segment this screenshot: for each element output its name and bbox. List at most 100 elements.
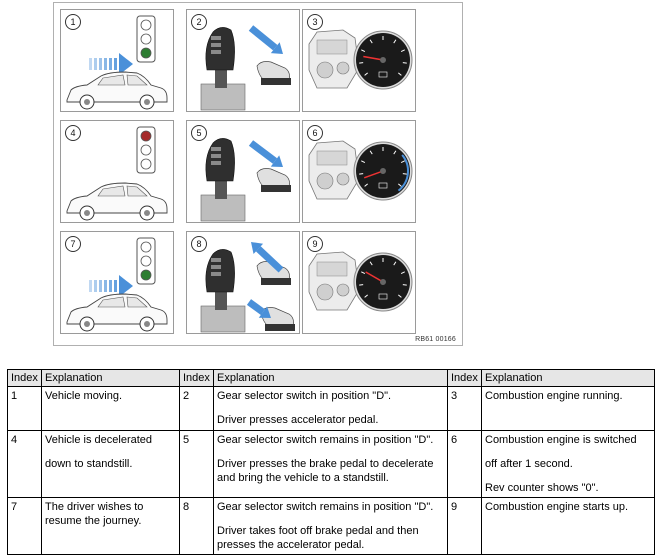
explanation-line: off after 1 second. xyxy=(485,458,573,470)
panel-illustration xyxy=(200,242,295,333)
panel-illustration xyxy=(200,138,291,222)
panel-7: 7 xyxy=(60,231,174,334)
rev-counter-icon xyxy=(353,141,413,201)
explanation-line: Driver takes foot off brake pedal and th… xyxy=(217,525,419,551)
index-cell: 8 xyxy=(179,497,214,555)
direction-arrow-icon xyxy=(248,140,283,167)
panel-number-badge: 2 xyxy=(191,14,207,30)
panel-illustration xyxy=(66,15,168,110)
panel-number-badge: 3 xyxy=(307,14,323,30)
explanation-line: Vehicle moving. xyxy=(45,390,123,402)
figure-reference: RB61 00166 xyxy=(415,336,456,343)
explanation-line: Gear selector switch in position "D". xyxy=(217,390,392,402)
panel-illustration xyxy=(308,29,413,90)
rev-counter-icon xyxy=(353,30,413,90)
explanation-line: Rev counter shows "0". xyxy=(485,482,599,494)
panel-number-badge: 8 xyxy=(191,236,207,252)
index-cell: 5 xyxy=(179,430,214,498)
traffic-light-icon xyxy=(136,15,156,63)
panel-2: 2 xyxy=(186,9,300,112)
index-cell: 1 xyxy=(7,386,42,431)
panel-illustration xyxy=(200,25,291,111)
panel-number-badge: 1 xyxy=(65,14,81,30)
foot-icon xyxy=(256,168,291,192)
illustration-figure: 1 2 3 4 xyxy=(53,2,463,346)
explanation-cell: Gear selector switch remains in position… xyxy=(213,430,448,498)
line-gap xyxy=(217,447,444,457)
explanation-line: Gear selector switch remains in position… xyxy=(217,434,434,446)
table-header-row: Index Explanation Index Explanation Inde… xyxy=(7,369,655,387)
explanation-cell: Combustion engine is switched off after 1… xyxy=(481,430,655,498)
explanation-line: Combustion engine is switched xyxy=(485,434,637,446)
index-cell: 9 xyxy=(447,497,482,555)
line-gap xyxy=(45,447,176,457)
index-cell: 2 xyxy=(179,386,214,431)
panel-4: 4 xyxy=(60,120,174,223)
line-gap xyxy=(217,514,444,524)
header-index-1: Index xyxy=(7,369,42,387)
panel-number-badge: 7 xyxy=(65,236,81,252)
explanation-line: Vehicle is decelerated xyxy=(45,434,153,446)
rev-counter-icon xyxy=(353,252,413,312)
index-cell: 7 xyxy=(7,497,42,555)
panel-number-badge: 4 xyxy=(65,125,81,141)
panel-number-badge: 6 xyxy=(307,125,323,141)
index-cell: 6 xyxy=(447,430,482,498)
engine-icon xyxy=(308,29,360,89)
gear-selector-icon xyxy=(200,138,246,222)
explanation-cell: Combustion engine starts up. xyxy=(481,497,655,555)
direction-arrow-icon xyxy=(248,25,283,54)
index-cell: 4 xyxy=(7,430,42,498)
foot-icon xyxy=(256,61,291,85)
motion-arrow-icon xyxy=(89,53,133,75)
gear-selector-icon xyxy=(200,27,246,111)
panel-illustration xyxy=(66,237,168,332)
line-gap xyxy=(485,471,651,481)
direction-arrow-icon xyxy=(251,242,284,273)
explanation-line: Combustion engine running. xyxy=(485,390,623,402)
direction-arrow-icon xyxy=(246,299,271,318)
explanation-line: Combustion engine starts up. xyxy=(485,501,629,513)
panel-5: 5 xyxy=(186,120,300,223)
engine-icon xyxy=(308,140,360,200)
explanation-cell: Gear selector switch in position "D". Dri… xyxy=(213,386,448,431)
car-illustration xyxy=(66,71,168,110)
header-index-3: Index xyxy=(447,369,482,387)
explanation-cell: Combustion engine running. xyxy=(481,386,655,431)
line-gap xyxy=(485,447,651,457)
panel-6: 6 xyxy=(302,120,416,223)
explanation-line: down to standstill. xyxy=(45,458,133,470)
panel-illustration xyxy=(66,126,168,221)
panel-3: 3 xyxy=(302,9,416,112)
explanation-table: Index Explanation Index Explanation Inde… xyxy=(7,369,655,555)
panel-1: 1 xyxy=(60,9,174,112)
panel-number-badge: 9 xyxy=(307,236,323,252)
explanation-cell: Vehicle is decelerated down to standstill… xyxy=(41,430,180,498)
explanation-line: Gear selector switch remains in position… xyxy=(217,501,434,513)
traffic-light-icon xyxy=(136,237,156,285)
gear-selector-icon xyxy=(200,249,246,333)
panel-8: 8 xyxy=(186,231,300,334)
header-explanation-1: Explanation xyxy=(41,369,180,387)
engine-icon xyxy=(308,251,360,311)
header-explanation-3: Explanation xyxy=(481,369,655,387)
header-index-2: Index xyxy=(179,369,214,387)
header-explanation-2: Explanation xyxy=(213,369,448,387)
traffic-light-icon xyxy=(136,126,156,174)
explanation-line: The driver wishes to resume the journey. xyxy=(45,501,144,527)
explanation-cell: Gear selector switch remains in position… xyxy=(213,497,448,555)
car-illustration xyxy=(66,182,168,221)
explanation-cell: Vehicle moving. xyxy=(41,386,180,431)
panel-9: 9 xyxy=(302,231,416,334)
panel-number-badge: 5 xyxy=(191,125,207,141)
panel-illustration xyxy=(308,140,413,201)
explanation-line: Driver presses the brake pedal to decele… xyxy=(217,458,434,484)
panel-illustration xyxy=(308,251,413,312)
index-cell: 3 xyxy=(447,386,482,431)
explanation-cell: The driver wishes to resume the journey. xyxy=(41,497,180,555)
explanation-line: Driver presses accelerator pedal. xyxy=(217,414,379,426)
motion-arrow-icon xyxy=(89,275,133,297)
line-gap xyxy=(217,403,444,413)
